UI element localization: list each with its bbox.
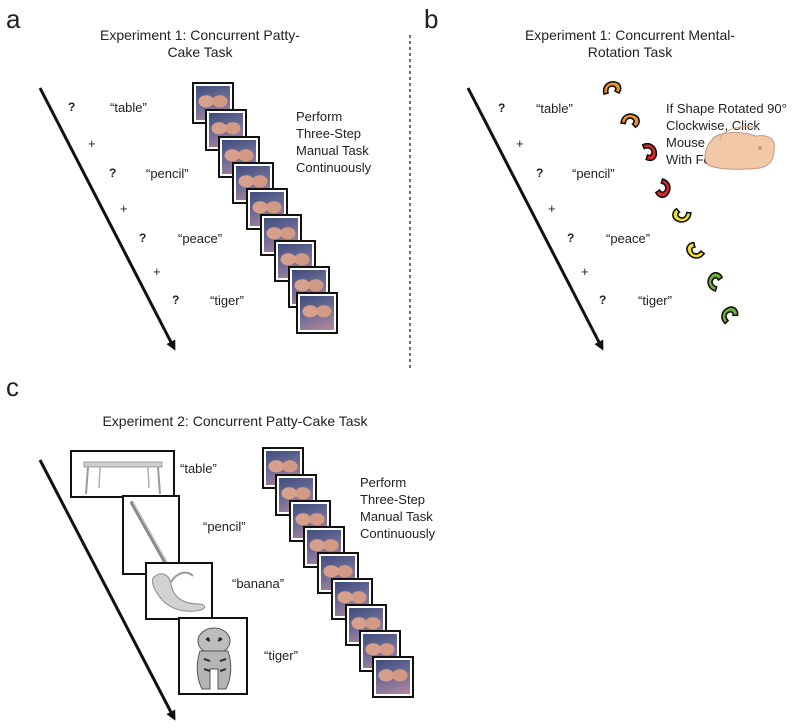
banana-picture	[145, 562, 213, 620]
word-tiger: “tiger”	[638, 293, 672, 308]
panel-a-title-line1: Experiment 1: Concurrent Patty-	[100, 27, 300, 43]
word-table: “table”	[180, 461, 217, 476]
panel-b-title-line2: Rotation Task	[587, 44, 673, 60]
patty-cake-hands-image	[296, 292, 338, 334]
word-pencil: “pencil”	[572, 166, 615, 181]
question-mark: ?	[139, 231, 147, 245]
panel-letter-b: b	[424, 4, 439, 34]
instruction-c: Perform Three-Step Manual Task Continuou…	[360, 474, 435, 542]
instruction-b: If Shape Rotated 90° Clockwise, Click Mo…	[666, 100, 800, 168]
fixation-cross: +	[516, 136, 524, 151]
fixation-cross: +	[581, 264, 589, 279]
panel-a-title-line2: Cake Task	[167, 44, 233, 60]
panel-a-title: Experiment 1: Concurrent Patty- Cake Tas…	[95, 27, 305, 61]
word-tiger: “tiger”	[210, 293, 244, 308]
panel-b-title: Experiment 1: Concurrent Mental- Rotatio…	[520, 27, 740, 61]
word-pencil: “pencil”	[146, 166, 189, 181]
rotation-shape	[686, 241, 706, 259]
question-mark: ?	[567, 231, 575, 245]
question-mark: ?	[498, 101, 506, 115]
rotation-shape	[707, 271, 724, 292]
instruction-line: Perform	[360, 475, 407, 490]
instruction-line: Continuously	[360, 526, 436, 541]
pencil-icon	[130, 501, 170, 569]
time-arrow-b	[466, 87, 604, 351]
rotation-shape	[672, 207, 692, 223]
tiger-icon	[196, 627, 232, 690]
instruction-line: Manual Task	[296, 143, 369, 158]
fixation-cross: +	[153, 264, 161, 279]
instruction-line: Three-Step	[360, 492, 426, 507]
time-arrow-c	[38, 459, 176, 721]
instruction-a: Perform Three-Step Manual Task Continuou…	[296, 108, 371, 176]
table-picture	[70, 450, 175, 498]
instruction-line: Three-Step	[296, 126, 362, 141]
fixation-cross: +	[88, 136, 96, 151]
word-pencil: “pencil”	[203, 519, 246, 534]
rotation-shape	[641, 142, 658, 162]
panel-letter-c: c	[6, 372, 19, 402]
panel-letter-a: a	[6, 4, 21, 34]
rotation-shape	[602, 81, 622, 95]
instruction-line: Perform	[296, 109, 343, 124]
rotation-shape	[721, 306, 739, 325]
word-table: “table”	[536, 101, 573, 116]
panel-b-title-line1: Experiment 1: Concurrent Mental-	[524, 27, 736, 43]
question-mark: ?	[172, 293, 180, 307]
word-table: “table”	[110, 100, 147, 115]
foot-icon	[704, 126, 775, 170]
word-tiger: “tiger”	[264, 648, 298, 663]
time-arrow-a	[38, 87, 176, 351]
table-icon	[83, 461, 163, 495]
patty-cake-hands-image	[372, 656, 414, 698]
rotation-shape	[620, 113, 640, 129]
word-banana: “banana”	[232, 576, 285, 591]
question-mark: ?	[599, 293, 607, 307]
question-mark: ?	[109, 166, 117, 180]
question-mark: ?	[68, 100, 76, 114]
tiger-picture	[178, 617, 248, 695]
word-peace: “peace”	[178, 231, 223, 246]
fixation-cross: +	[548, 201, 556, 216]
panel-c-title: Experiment 2: Concurrent Patty-Cake Task	[102, 413, 368, 429]
instruction-line: Continuously	[296, 160, 372, 175]
fixation-cross: +	[120, 201, 128, 216]
instruction-line: Manual Task	[360, 509, 433, 524]
question-mark: ?	[536, 166, 544, 180]
pencil-picture	[122, 495, 180, 575]
instruction-line: If Shape Rotated 90°	[666, 101, 787, 116]
banana-icon	[152, 571, 206, 612]
instruction-line: Clockwise, Click Mouse	[666, 118, 760, 150]
word-peace: “peace”	[606, 231, 651, 246]
rotation-shape	[654, 178, 671, 199]
